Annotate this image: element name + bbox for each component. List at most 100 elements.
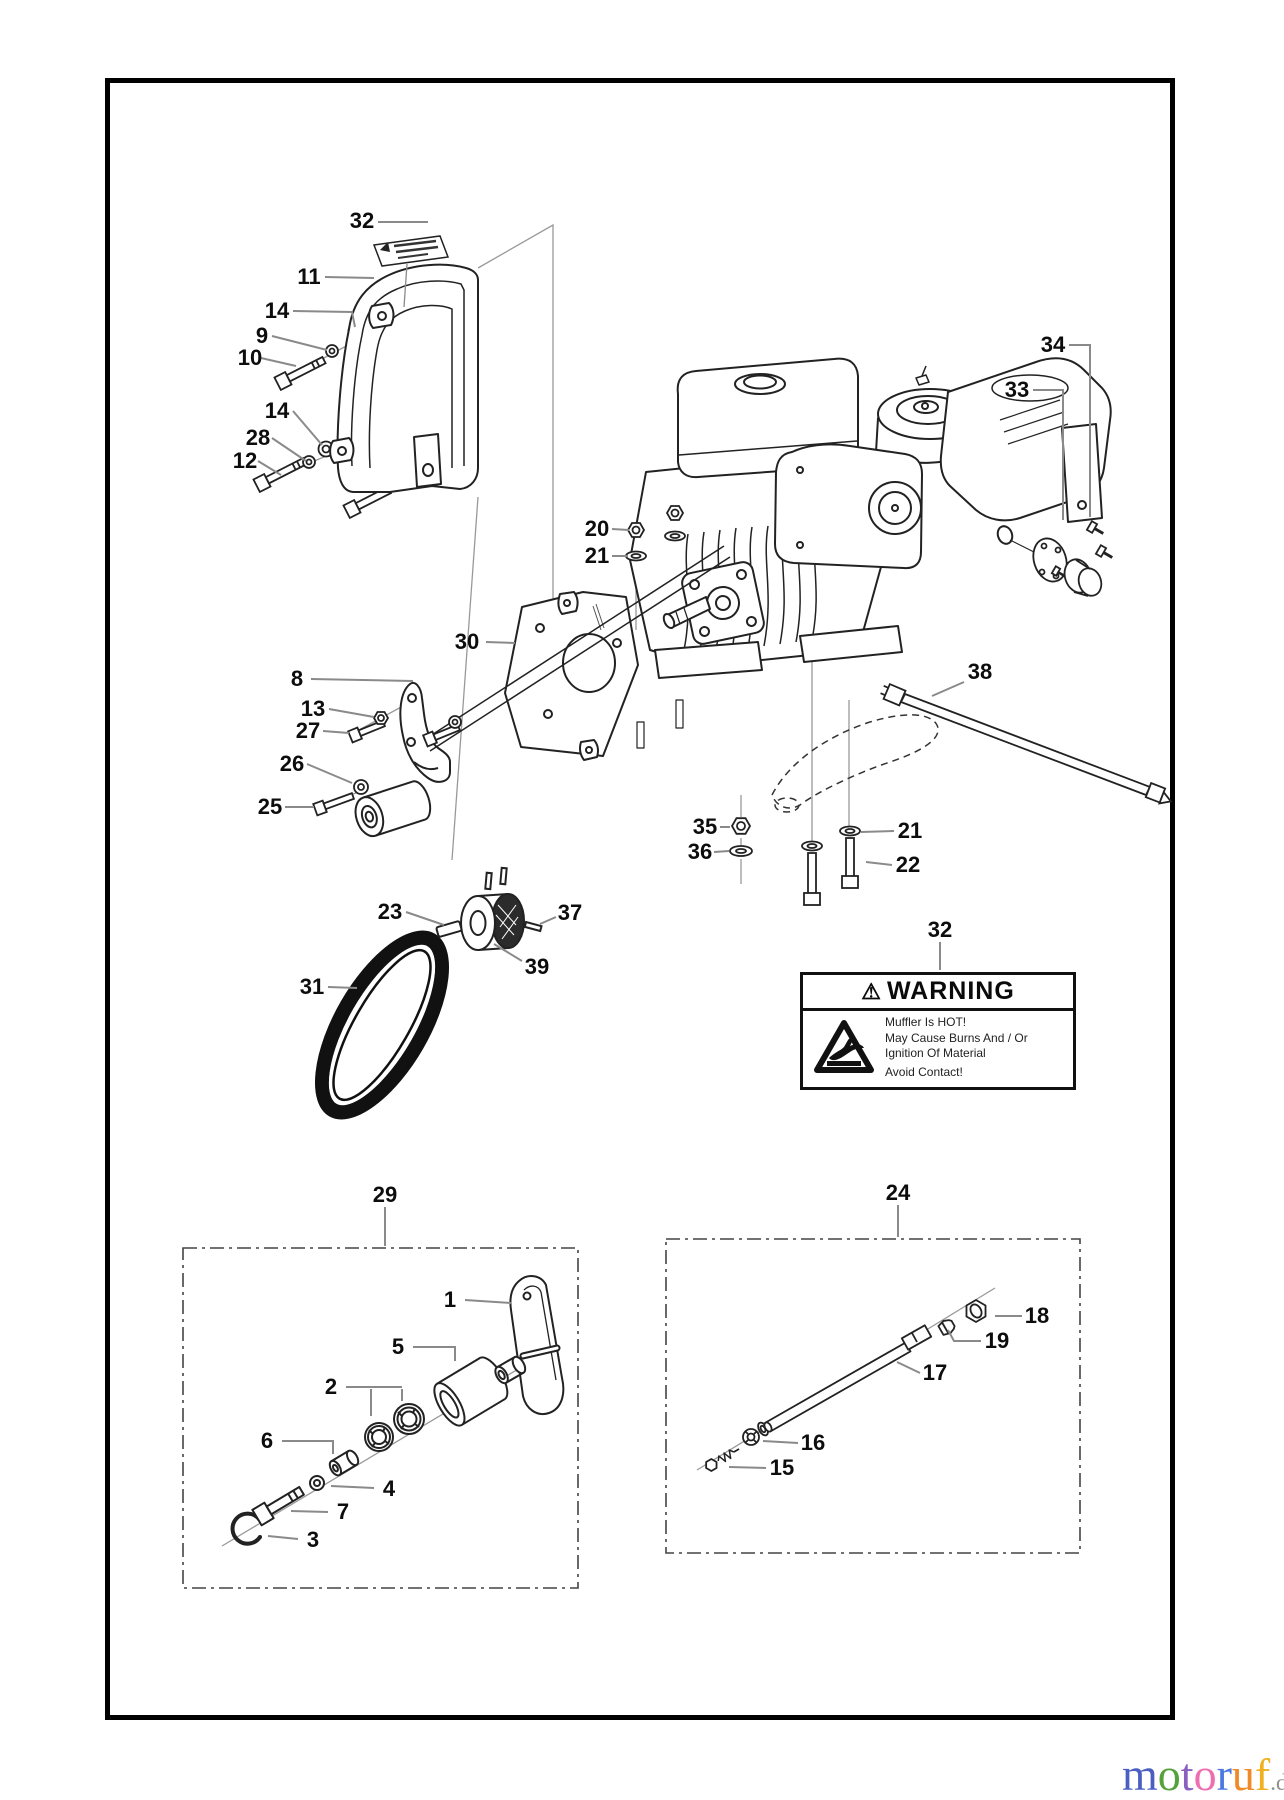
- part-label-32: 32: [349, 208, 375, 233]
- warning-line: Muffler Is HOT!: [885, 1015, 967, 1029]
- warning-label-header: ⚠ WARNING: [803, 975, 1073, 1011]
- warning-sticker: [372, 235, 450, 267]
- part-label-37: 37: [557, 900, 583, 925]
- part-label-35: 35: [692, 814, 718, 839]
- warning-label-text: Muffler Is HOT! May Cause Burns And / Or…: [885, 1015, 1028, 1080]
- part-label-39: 39: [524, 954, 550, 979]
- part-label-14b: 14: [264, 398, 290, 423]
- tension-bracket-1: [494, 1275, 565, 1415]
- part-label-25: 25: [257, 794, 283, 819]
- part-label-31: 31: [299, 974, 325, 999]
- part-label-16: 16: [800, 1430, 826, 1455]
- part-label-1: 1: [443, 1287, 457, 1312]
- cable-ferrule: [900, 1324, 933, 1351]
- mount-plate: [504, 591, 639, 761]
- cable-kit-parts: [705, 1299, 987, 1472]
- cover-tab: [413, 433, 442, 488]
- part-label-11: 11: [297, 264, 321, 289]
- nut-35: [730, 817, 752, 835]
- washer-4: [309, 1475, 325, 1491]
- part-label-2: 2: [324, 1374, 338, 1399]
- engine-foot-right: [799, 625, 903, 663]
- nut-18: [965, 1299, 987, 1323]
- part-label-27: 27: [295, 718, 321, 743]
- cover-ear-bottom: [329, 437, 355, 464]
- cap-screw-3: [1050, 565, 1066, 578]
- engine-stud-a: [675, 699, 684, 729]
- idler-bracket: [354, 681, 451, 838]
- bolt-12: [252, 456, 308, 494]
- warning-line: Avoid Contact!: [885, 1064, 963, 1079]
- part-label-19: 19: [984, 1328, 1010, 1353]
- washer-26: [353, 779, 369, 795]
- muffler-cap-parts: [1009, 519, 1114, 597]
- part-label-5: 5: [391, 1334, 405, 1359]
- idler-pulley-5: [433, 1356, 509, 1427]
- logo-letter: o: [1157, 1749, 1181, 1800]
- bearing-2a: [364, 1422, 394, 1452]
- part-label-28: 28: [245, 425, 271, 450]
- washer-36: [729, 845, 753, 857]
- nut-20: [626, 522, 646, 538]
- warning-triangle-icon: ⚠: [861, 978, 882, 1004]
- kit-box-29: [182, 1247, 579, 1589]
- cap-screw-2: [1094, 543, 1114, 559]
- washer-9: [325, 344, 339, 358]
- part-label-32b: 32: [927, 917, 953, 942]
- part-label-15: 15: [769, 1455, 795, 1480]
- cable-tube-17: [764, 1341, 912, 1433]
- logo-letter: t: [1180, 1749, 1194, 1800]
- set-screws: [484, 866, 543, 933]
- logo-letter: r: [1216, 1749, 1232, 1800]
- warning-line: May Cause Burns And / Or: [885, 1030, 1028, 1045]
- logo-letter: o: [1193, 1749, 1217, 1800]
- logo-letter: f: [1254, 1749, 1271, 1800]
- warning-label: ⚠ WARNING Muffler Is HOT! May Cause Burn…: [800, 972, 1076, 1090]
- part-label-21: 21: [584, 543, 610, 568]
- washer-21a: [625, 550, 647, 562]
- air-box: [774, 443, 923, 570]
- part-label-30: 30: [454, 629, 480, 654]
- part-label-14: 14: [264, 298, 290, 323]
- kit-box-24: [665, 1238, 1081, 1554]
- nut-20b: [665, 505, 685, 521]
- part-label-8: 8: [290, 666, 304, 691]
- diagram-frame: [105, 78, 1175, 1720]
- mount-hardware: [625, 505, 861, 906]
- logo-letter: u: [1231, 1749, 1255, 1800]
- part-label-6: 6: [260, 1428, 274, 1453]
- part-label-23: 23: [377, 899, 403, 924]
- fitting-19: [937, 1319, 956, 1336]
- part-label-10: 10: [237, 345, 263, 370]
- part-label-18: 18: [1024, 1303, 1050, 1328]
- part-label-38: 38: [967, 659, 993, 684]
- engine-stud-b: [636, 721, 645, 749]
- cover-ear-top: [368, 302, 395, 329]
- phantom-base: [771, 714, 939, 813]
- part-label-9: 9: [255, 323, 269, 348]
- bolt-22: [845, 837, 855, 879]
- pulley-key: [435, 920, 463, 938]
- part-label-34: 34: [1040, 332, 1066, 357]
- muffler-outlet: [996, 525, 1014, 545]
- part-label-24: 24: [885, 1180, 911, 1205]
- part-label-21b: 21: [897, 818, 923, 843]
- cap-screw-1: [1085, 519, 1105, 535]
- part-label-29: 29: [372, 1182, 398, 1207]
- washer-28: [302, 455, 316, 469]
- part-label-7: 7: [336, 1499, 350, 1524]
- starter-handle: [915, 374, 930, 386]
- part-label-33: 33: [1004, 377, 1030, 402]
- snap-ring-3: [230, 1511, 262, 1546]
- warning-line: Ignition Of Material: [885, 1046, 986, 1060]
- part-label-17: 17: [922, 1360, 948, 1385]
- kit-boxes: [182, 1238, 1081, 1589]
- engine: [629, 357, 1112, 749]
- part-label-13: 13: [300, 696, 326, 721]
- leader-lines: [257, 221, 1091, 1540]
- idler-roller: [354, 780, 432, 838]
- bolt-25: [312, 792, 356, 817]
- part-label-22: 22: [895, 852, 921, 877]
